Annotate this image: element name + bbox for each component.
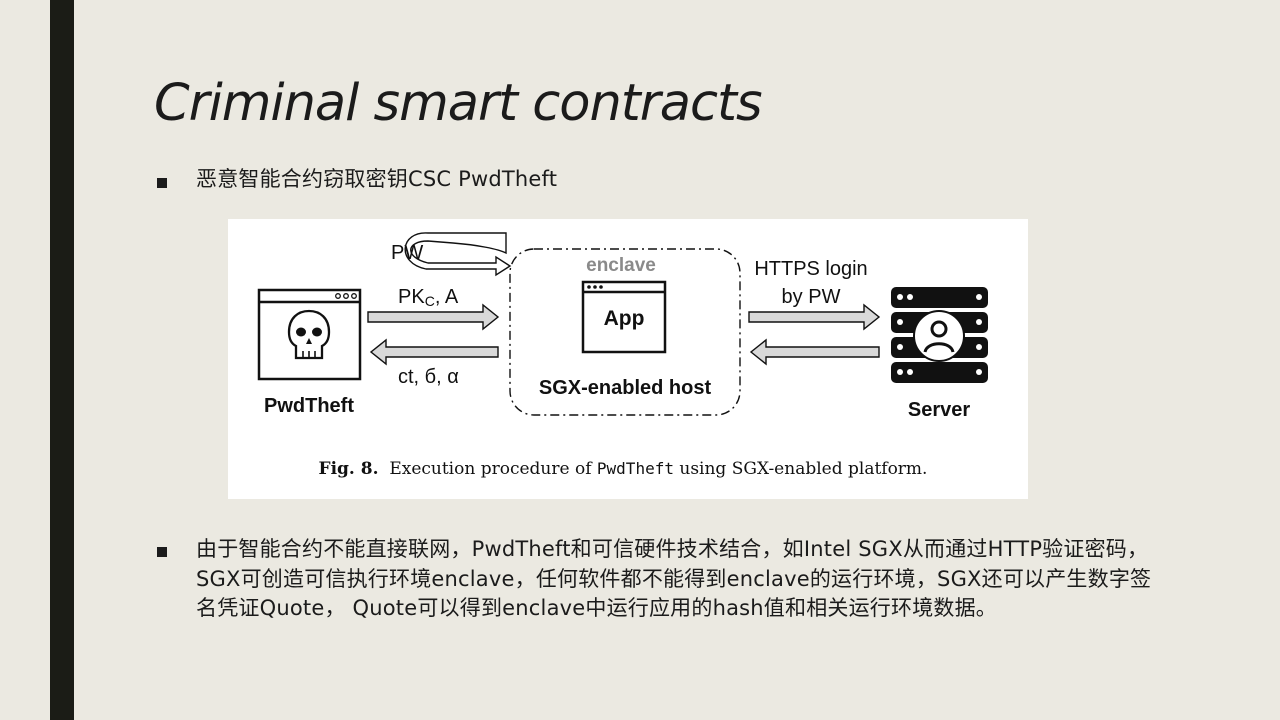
https-label-line2: by PW xyxy=(782,286,841,308)
app-label: App xyxy=(604,307,645,330)
enclave-label: enclave xyxy=(586,255,656,276)
pw-loop-arrow xyxy=(404,232,512,277)
pk-label: PKC, A xyxy=(398,286,459,309)
host-label: SGX-enabled host xyxy=(539,377,712,399)
arrow-left-icon xyxy=(369,338,499,366)
caption-text-after: using SGX-enabled platform. xyxy=(679,459,928,479)
app-window-icon xyxy=(581,280,667,354)
pw-label: PW xyxy=(391,242,423,264)
figure-number: Fig. 8. xyxy=(318,459,379,479)
sgx-diagram: PwdTheft PW PKC, A ct, б, α enclave App … xyxy=(257,232,988,421)
bullet-text-2: 由于智能合约不能直接联网，PwdTheft和可信硬件技术结合，如Intel SG… xyxy=(196,537,1152,620)
server-icon xyxy=(891,287,988,383)
enclave-boundary xyxy=(509,248,741,416)
arrow-right-icon xyxy=(367,303,500,331)
bullet-text-1: 恶意智能合约窃取密钥CSC PwdTheft xyxy=(196,167,558,191)
figure-caption: Fig. 8. Execution procedure of PwdTheft … xyxy=(228,459,1018,479)
arrow-left-icon xyxy=(749,338,880,366)
slide-title: Criminal smart contracts xyxy=(154,74,763,133)
bullet-square-icon xyxy=(157,547,167,557)
https-label-line1: HTTPS login xyxy=(754,258,867,280)
figure-image: PwdTheft PW PKC, A ct, б, α enclave App … xyxy=(228,219,1028,499)
server-label: Server xyxy=(908,399,970,421)
skull-icon xyxy=(287,309,331,360)
arrow-right-icon xyxy=(748,303,881,331)
return-label: ct, б, α xyxy=(398,366,459,388)
pwdtheft-label: PwdTheft xyxy=(264,395,354,417)
left-accent-bar xyxy=(50,0,74,720)
caption-code: PwdTheft xyxy=(596,459,674,478)
pwdtheft-window-icon xyxy=(257,288,362,381)
bullet-square-icon xyxy=(157,178,167,188)
caption-text-before: Execution procedure of xyxy=(389,459,592,479)
